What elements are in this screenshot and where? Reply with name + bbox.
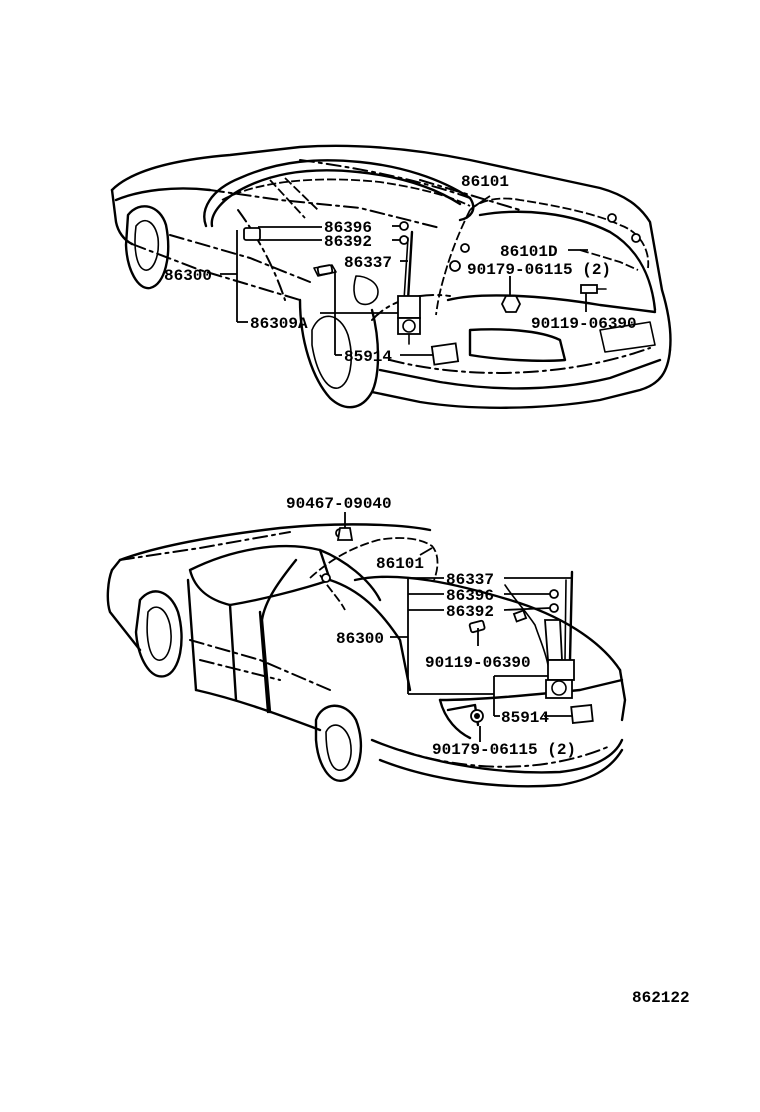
label-85914-upper: 85914	[344, 348, 392, 366]
label-90119-upper: 90119-06390	[531, 315, 637, 333]
label-86309A-upper: 86309A	[250, 315, 308, 333]
wagon-body-outline	[110, 144, 672, 409]
antenna-motor-85914-lower	[468, 570, 575, 699]
figure-number: 862122	[632, 989, 690, 1007]
label-90467-lower: 90467-09040	[286, 495, 392, 513]
sedan-body-outline	[106, 523, 627, 788]
label-86300-upper: 86300	[164, 267, 212, 285]
label-86101-upper: 86101	[461, 173, 509, 191]
upper-view: 86101 86396 86392 86337 86300 86309A 859…	[110, 144, 672, 409]
label-90179-lower: 90179-06115 (2)	[432, 741, 576, 759]
label-86101-lower: 86101	[376, 555, 424, 573]
label-85914-lower: 85914	[501, 709, 549, 727]
antenna-motor-85914-upper	[397, 230, 421, 345]
label-86101D-upper: 86101D	[500, 243, 558, 261]
label-90119-lower: 90119-06390	[425, 654, 531, 672]
labels-upper: 86101 86396 86392 86337 86300 86309A 859…	[164, 173, 637, 366]
label-90179-upper: 90179-06115 (2)	[467, 261, 611, 279]
label-86300-lower: 86300	[336, 630, 384, 648]
label-86396-lower: 86396	[446, 587, 494, 605]
label-86337-upper: 86337	[344, 254, 392, 272]
label-86392-upper: 86392	[324, 233, 372, 251]
fasteners-lower	[336, 527, 594, 724]
fasteners-upper	[430, 284, 607, 366]
label-86337-lower: 86337	[446, 571, 494, 589]
label-86396-upper: 86396	[324, 219, 372, 237]
leader-lines-lower	[344, 512, 572, 742]
labels-lower: 90467-09040 86101 86337 86396 86392 8630…	[286, 495, 576, 759]
leader-lines-upper	[220, 195, 588, 356]
label-86392-lower: 86392	[446, 603, 494, 621]
lower-view: 90467-09040 86101 86337 86396 86392 8630…	[106, 495, 627, 788]
